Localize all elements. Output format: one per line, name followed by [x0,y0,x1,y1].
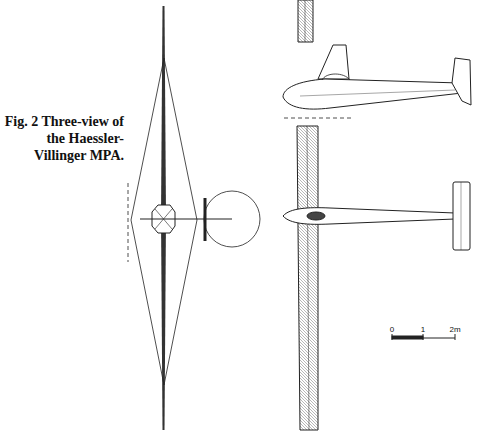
top-view [283,126,470,430]
scale-bar [392,334,455,340]
scale-label: 0 [389,325,395,334]
side-view [283,0,471,118]
front-view [128,6,260,430]
figure-caption: Fig. 2 Three-view of the Haessler- Villi… [4,113,124,164]
scale-label: 1 [420,325,426,334]
scale-label: 2m [448,325,461,334]
